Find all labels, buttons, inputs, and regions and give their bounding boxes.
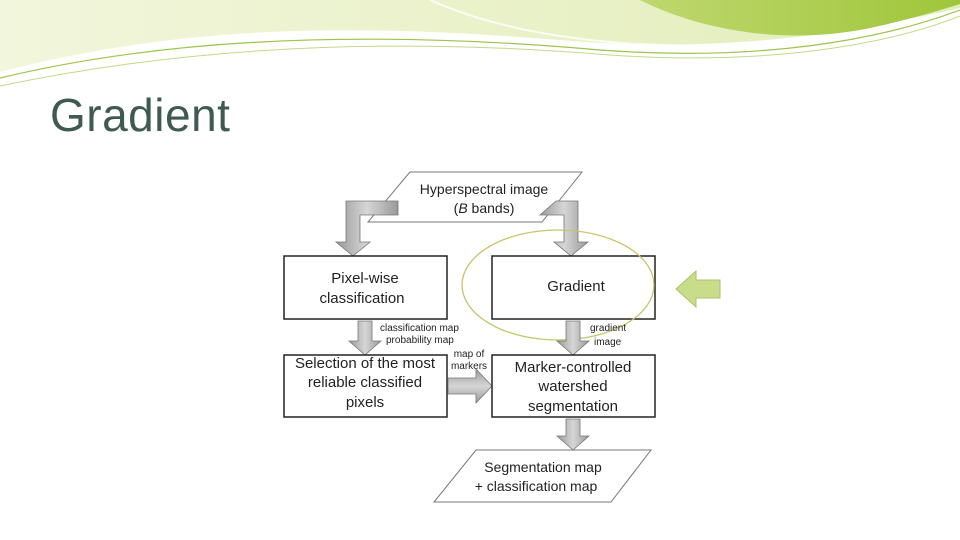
- output-node: Segmentation map + classification map: [432, 449, 653, 503]
- watershed-line3: segmentation: [528, 398, 618, 415]
- pixelwise-line1: Pixel-wise: [331, 270, 399, 287]
- arrow-selection-to-watershed: [447, 367, 493, 405]
- arrow-input-to-gradient: [538, 200, 590, 257]
- edge-label-markers-1: map of: [454, 349, 485, 360]
- header-swoosh: [0, 0, 960, 87]
- edge-label-markers-2: markers: [451, 361, 487, 372]
- edge-label-classmap-2: probability map: [386, 335, 454, 346]
- arrow-watershed-to-output: [555, 418, 591, 451]
- arrow-gradient-to-watershed: [555, 320, 591, 356]
- pixelwise-line2: classification: [319, 290, 404, 307]
- arrow-input-to-pixelwise: [334, 200, 399, 257]
- selection-line3: pixels: [346, 394, 384, 411]
- input-line2: (B bands): [454, 200, 515, 216]
- watershed-line2: watershed: [537, 378, 607, 395]
- selection-line1: Selection of the most: [295, 355, 436, 372]
- edge-label-gradient-2: image: [594, 337, 622, 348]
- watershed-box: Marker-controlled watershed segmentation: [491, 354, 656, 418]
- gradient-box: Gradient: [491, 255, 656, 320]
- highlight-ellipse: [461, 229, 655, 341]
- output-line1: Segmentation map: [484, 459, 602, 475]
- input-line1: Hyperspectral image: [420, 181, 549, 197]
- selection-line2: reliable classified: [308, 374, 422, 391]
- edge-label-gradient-1: gradient: [590, 323, 626, 334]
- pixelwise-classification-box: Pixel-wise classification: [283, 255, 448, 320]
- output-line2: + classification map: [475, 478, 598, 494]
- edge-label-classmap-1: classification map: [380, 323, 459, 334]
- gradient-label: Gradient: [547, 278, 605, 295]
- selection-box: Selection of the most reliable classifie…: [283, 354, 448, 418]
- left-arrow-icon: [675, 269, 721, 309]
- watershed-line1: Marker-controlled: [515, 359, 632, 376]
- arrow-pixelwise-to-selection: [347, 320, 383, 356]
- input-node: Hyperspectral image (B bands): [366, 171, 584, 223]
- slide-title: Gradient: [50, 89, 231, 141]
